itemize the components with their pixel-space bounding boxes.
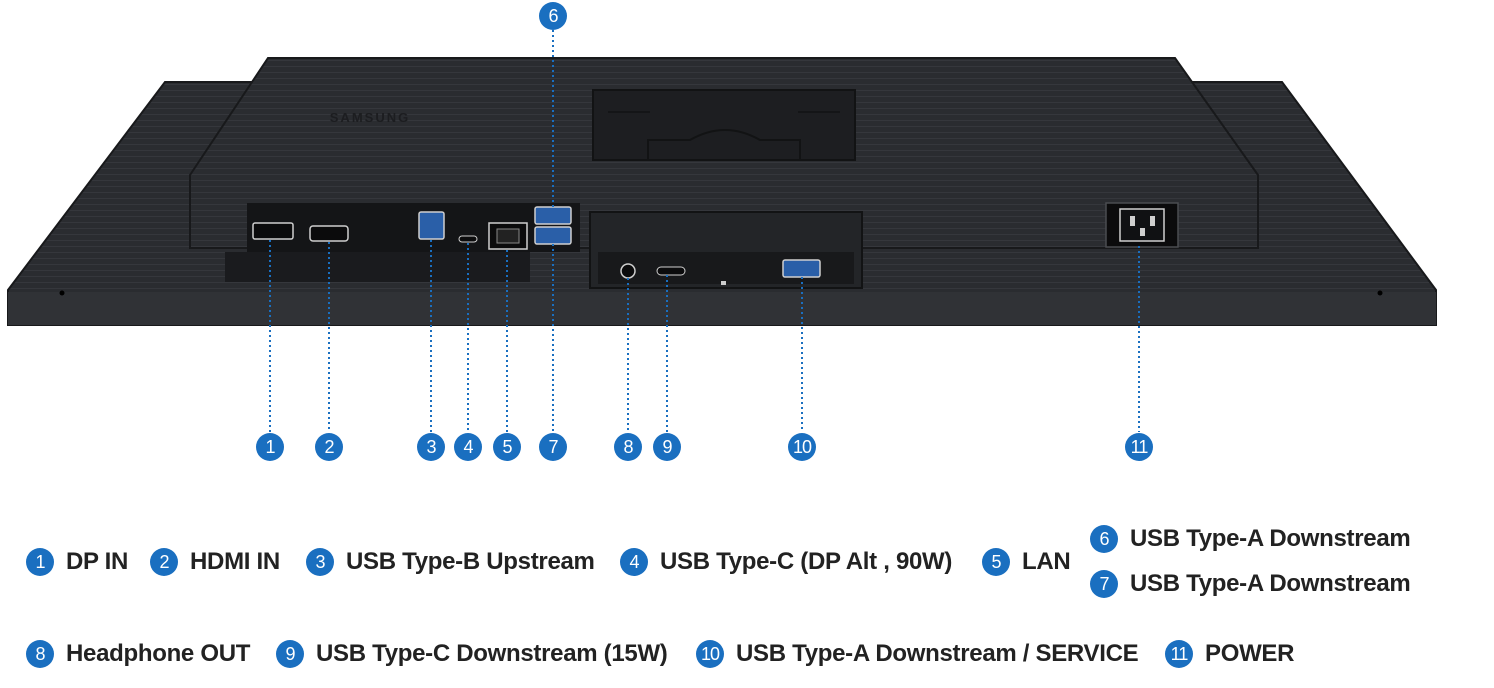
- legend-label-6: USB Type-A Downstream: [1130, 525, 1411, 552]
- rear-port-panel: [247, 203, 580, 252]
- legend-item-6: 6 USB Type-A Downstream: [1090, 525, 1411, 553]
- callout-badge-8: 8: [614, 433, 642, 461]
- hdmi-port: [309, 225, 349, 242]
- callout-badge-4: 4: [454, 433, 482, 461]
- callout-badge-3: 3: [417, 433, 445, 461]
- usb-b-port: [418, 211, 445, 240]
- legend-item-8: 8 Headphone OUT: [26, 640, 250, 668]
- legend-badge-8: 8: [26, 640, 54, 668]
- legend-item-1: 1 DP IN: [26, 548, 128, 576]
- vesa-mount: [592, 89, 856, 161]
- legend-label-10: USB Type-A Downstream / SERVICE: [736, 640, 1139, 667]
- usb-a-port-top: [534, 206, 572, 225]
- legend-badge-9: 9: [276, 640, 304, 668]
- legend-label-5: LAN: [1022, 548, 1071, 575]
- legend-label-7: USB Type-A Downstream: [1130, 570, 1411, 597]
- usb-c-port: [458, 235, 478, 243]
- legend-badge-2: 2: [150, 548, 178, 576]
- headphone-jack: [620, 263, 636, 279]
- callout-badge-9: 9: [653, 433, 681, 461]
- legend-badge-6: 6: [1090, 525, 1118, 553]
- callout-badge-10: 10: [788, 433, 816, 461]
- legend-item-4: 4 USB Type-C (DP Alt , 90W): [620, 548, 952, 576]
- callout-badge-2: 2: [315, 433, 343, 461]
- legend-badge-1: 1: [26, 548, 54, 576]
- legend-item-5: 5 LAN: [982, 548, 1071, 576]
- legend-item-9: 9 USB Type-C Downstream (15W): [276, 640, 668, 668]
- legend-item-11: 11 POWER: [1165, 640, 1294, 668]
- legend-label-2: HDMI IN: [190, 548, 280, 575]
- legend-label-4: USB Type-C (DP Alt , 90W): [660, 548, 953, 575]
- usb-a-port-bottom: [534, 226, 572, 245]
- legend-badge-4: 4: [620, 548, 648, 576]
- legend-badge-5: 5: [982, 548, 1010, 576]
- callout-badge-11: 11: [1125, 433, 1153, 461]
- legend-item-10: 10 USB Type-A Downstream / SERVICE: [696, 640, 1139, 668]
- legend-label-3: USB Type-B Upstream: [346, 548, 595, 575]
- brand-logo: SAMSUNG: [330, 110, 410, 125]
- leader-lines: [269, 30, 1140, 432]
- legend-item-3: 3 USB Type-B Upstream: [306, 548, 595, 576]
- legend-label-8: Headphone OUT: [66, 640, 251, 667]
- usb-a-service-port: [782, 259, 821, 278]
- legend-badge-10: 10: [696, 640, 724, 668]
- callout-badge-6: 6: [539, 2, 567, 30]
- legend-label-9: USB Type-C Downstream (15W): [316, 640, 668, 667]
- legend-label-11: POWER: [1205, 640, 1295, 667]
- legend-label-1: DP IN: [66, 548, 129, 575]
- dp-port: [252, 222, 294, 240]
- callout-badge-5: 5: [493, 433, 521, 461]
- callout-badge-1: 1: [256, 433, 284, 461]
- callout-badge-7: 7: [539, 433, 567, 461]
- legend-item-2: 2 HDMI IN: [150, 548, 280, 576]
- legend-badge-11: 11: [1165, 640, 1193, 668]
- legend-badge-7: 7: [1090, 570, 1118, 598]
- usb-c-down-port: [656, 266, 686, 276]
- legend-item-7: 7 USB Type-A Downstream: [1090, 570, 1411, 598]
- legend-badge-3: 3: [306, 548, 334, 576]
- monitor-bottom-edge: [8, 292, 1436, 325]
